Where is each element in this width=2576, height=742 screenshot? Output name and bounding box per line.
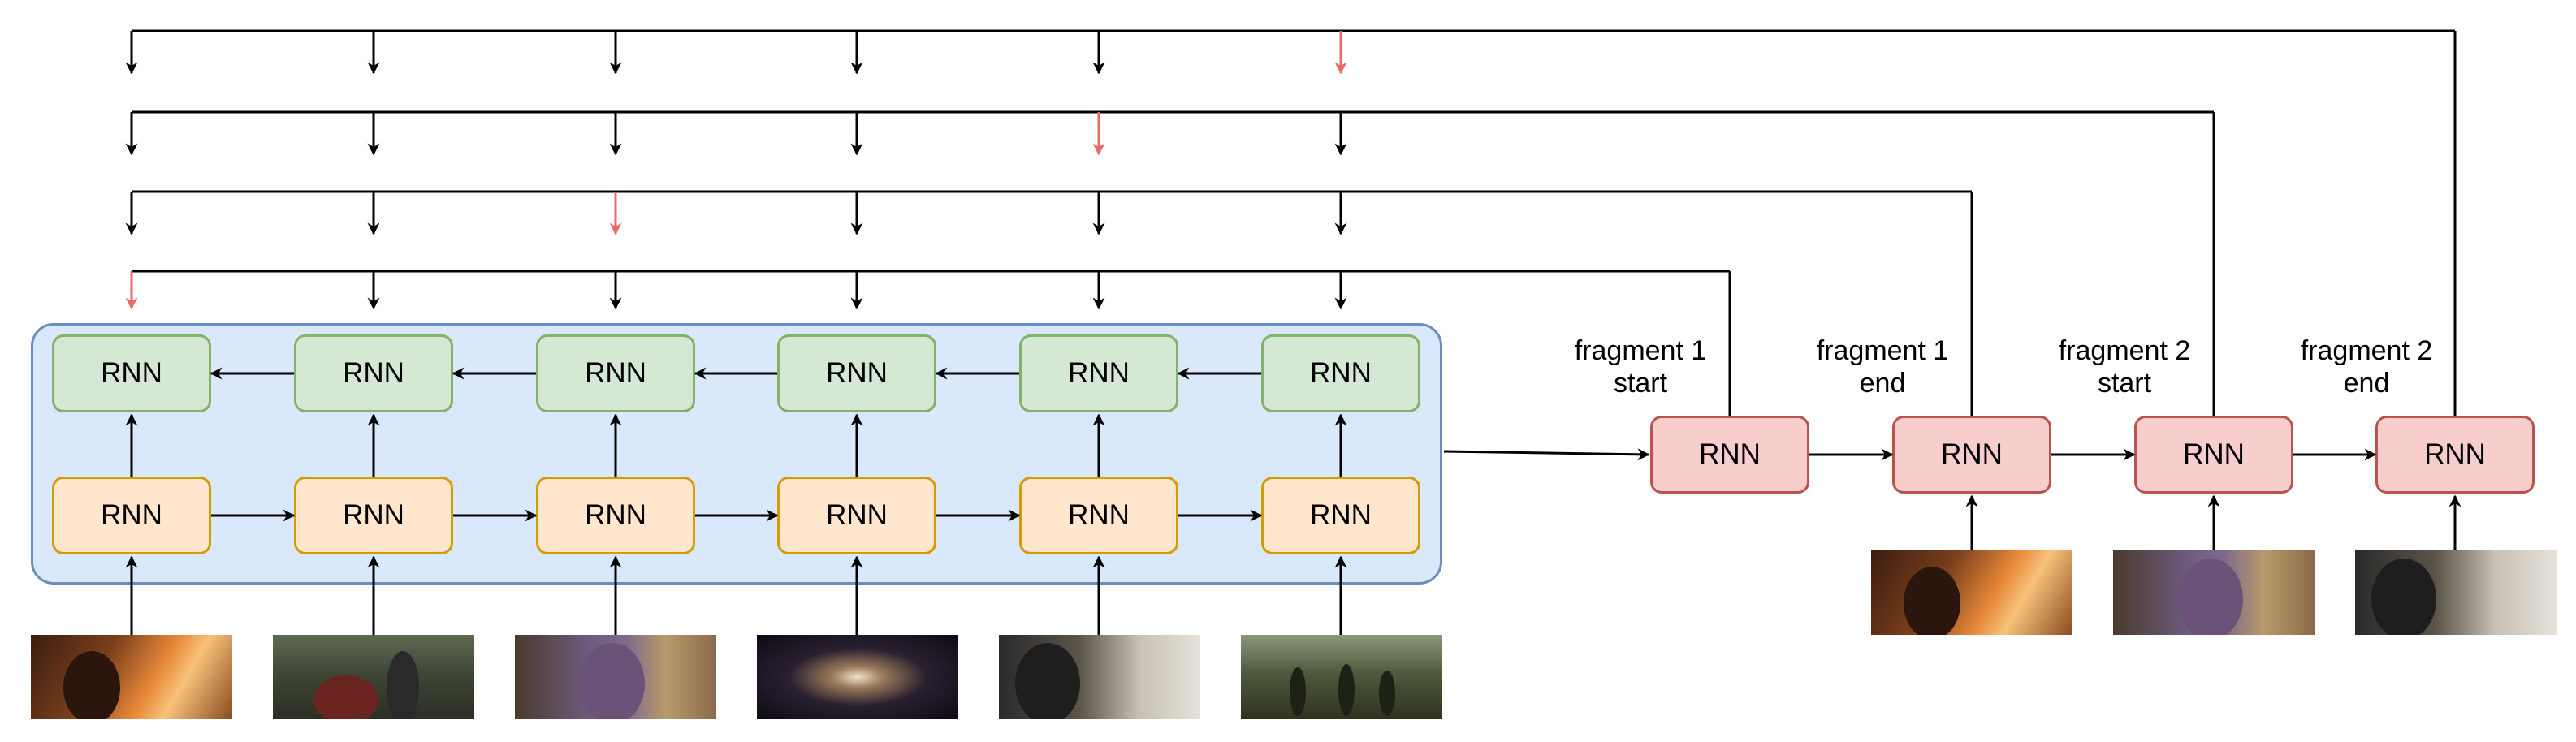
forward-rnn-2: RNN <box>294 477 453 554</box>
figure-silhouette <box>2371 559 2436 635</box>
soldier-frame-decoder <box>2355 550 2557 635</box>
decoder-rnn-4: RNN <box>2375 416 2535 494</box>
backward-rnn-4: RNN <box>777 334 936 412</box>
decoder-rnn-2: RNN <box>1892 416 2051 494</box>
robot-scene-frame <box>273 635 474 719</box>
encoder-container <box>31 323 1442 585</box>
figure-silhouette <box>1379 671 1395 716</box>
space-scene-frame <box>757 635 958 719</box>
encoder-to-decoder-arrow <box>1443 448 1650 461</box>
caption-line-1: fragment 1 <box>1816 335 1949 366</box>
forward-rnn-4: RNN <box>777 477 936 554</box>
forward-rnn-1: RNN <box>52 477 211 554</box>
soldier-frame <box>999 635 1200 719</box>
battle-field-frame <box>1241 635 1442 719</box>
decoder-rnn-3: RNN <box>2134 416 2293 494</box>
figure-silhouette <box>63 651 120 719</box>
figure-silhouette <box>580 643 645 719</box>
backward-rnn-3: RNN <box>536 334 695 412</box>
caption-line-1: fragment 2 <box>2300 335 2433 366</box>
caption-line-2: end <box>2343 368 2390 399</box>
caption-line-2: start <box>1613 368 1668 399</box>
caption-line-2: end <box>1859 368 1906 399</box>
caption-line-2: start <box>2097 368 2152 399</box>
fragment-1-start-label: fragment 1 start <box>1559 334 1722 399</box>
figure-silhouette <box>2178 559 2243 635</box>
forward-rnn-3: RNN <box>536 477 695 554</box>
figure-silhouette <box>313 675 378 719</box>
figure-silhouette <box>1338 664 1355 716</box>
backward-rnn-1: RNN <box>52 334 211 412</box>
fragment-1-end-label: fragment 1 end <box>1801 334 1964 399</box>
purple-giant-frame <box>515 635 716 719</box>
figure-silhouette <box>1290 667 1306 716</box>
caption-line-1: fragment 1 <box>1574 335 1707 366</box>
fire-scene-frame <box>31 635 232 719</box>
purple-giant-frame-decoder <box>2113 550 2315 635</box>
backward-rnn-2: RNN <box>294 334 453 412</box>
figure-silhouette <box>1015 643 1080 719</box>
forward-rnn-5: RNN <box>1019 477 1178 554</box>
caption-line-1: fragment 2 <box>2058 335 2191 366</box>
fire-scene-frame-decoder <box>1871 550 2072 635</box>
fragment-2-start-label: fragment 2 start <box>2043 334 2206 399</box>
figure-silhouette <box>1904 567 1960 635</box>
backward-rnn-6: RNN <box>1261 334 1420 412</box>
forward-rnn-6: RNN <box>1261 477 1420 554</box>
figure-silhouette <box>387 651 419 719</box>
fragment-2-end-label: fragment 2 end <box>2285 334 2448 399</box>
decoder-rnn-1: RNN <box>1650 416 1809 494</box>
backward-rnn-5: RNN <box>1019 334 1178 412</box>
